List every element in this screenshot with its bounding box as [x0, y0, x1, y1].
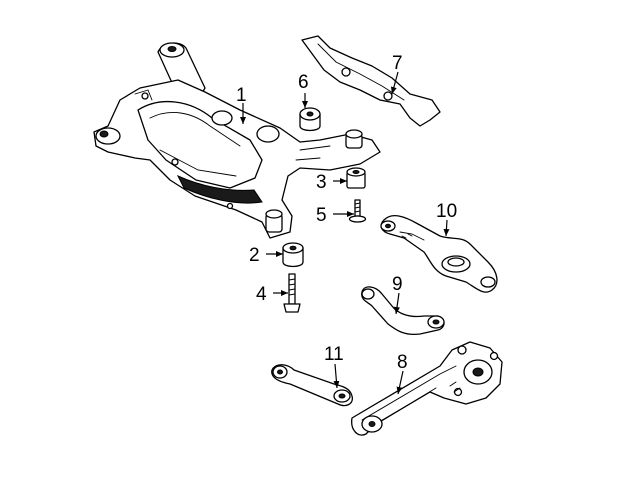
bushing-part-2 [282, 242, 304, 268]
callout-11: 11 [324, 344, 344, 365]
callout-5: 5 [316, 205, 327, 226]
trailing-arm-part-8 [351, 341, 503, 436]
bolt-part-5 [348, 199, 367, 223]
bushing-part-6 [299, 107, 321, 132]
bolt-part-4 [283, 273, 301, 313]
callout-10: 10 [436, 201, 457, 222]
callout-2: 2 [249, 245, 260, 266]
callout-8: 8 [397, 352, 408, 373]
callout-7: 7 [392, 53, 403, 74]
callout-3: 3 [316, 172, 327, 193]
subframe-crossmember [93, 42, 381, 239]
link-part-11 [271, 364, 353, 407]
callout-1: 1 [236, 85, 247, 106]
leader-lines [240, 71, 450, 395]
upper-arm-part-9 [361, 286, 445, 336]
callout-4: 4 [256, 284, 267, 305]
insulator-part-3 [346, 167, 366, 189]
callout-9: 9 [392, 274, 403, 295]
callout-6: 6 [298, 72, 309, 93]
lower-control-arm-part-10 [380, 214, 498, 293]
callout-labels: 1 2 3 4 5 6 7 8 9 10 11 [236, 53, 457, 373]
bracket-part-7 [301, 35, 441, 127]
